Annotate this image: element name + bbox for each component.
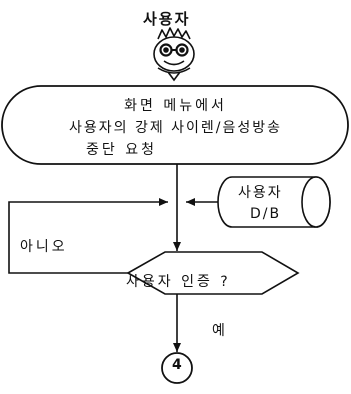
yes-branch-label: 예 (212, 323, 225, 339)
connector-shape (161, 352, 193, 384)
database-label-line1: 사용자 (238, 185, 283, 201)
start-node-text-line2: 사용자의 강제 사이렌/음성방송 (68, 120, 283, 136)
start-node-shape (1, 85, 349, 165)
decision-shape (126, 251, 300, 295)
connector-label: 4 (172, 357, 182, 373)
start-node-text-line1: 화면 메뉴에서 (124, 98, 227, 114)
database-label-line2: D/B (250, 206, 282, 222)
user-with-glasses-icon (153, 27, 195, 82)
flow-line-no-loop (8, 198, 168, 274)
actor-label: 사용자 (143, 10, 191, 28)
database-shape (217, 176, 331, 228)
start-node-text-line3: 중단 요청 (86, 142, 157, 158)
decision-text: 사용자 인증 ? (126, 274, 231, 290)
no-branch-label: 아니오 (20, 239, 68, 255)
